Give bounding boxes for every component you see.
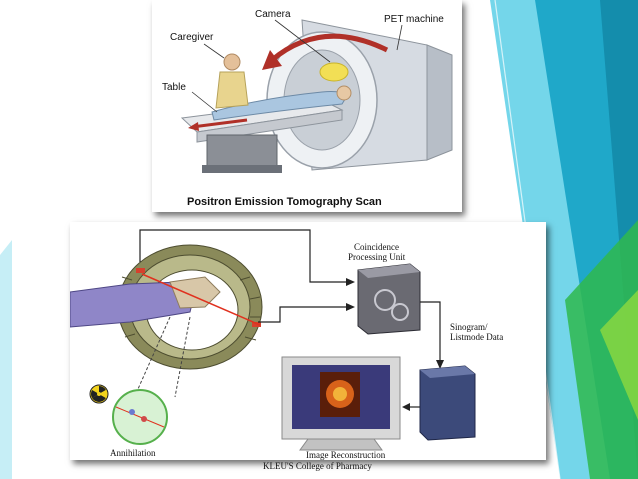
monitor-icon <box>281 356 401 451</box>
label-coincidence-line2: Processing Unit <box>348 252 406 262</box>
pet-scan-drawing: Camera PET machine Caregiver Table Posit… <box>152 0 462 212</box>
table-base <box>206 134 278 171</box>
label-caregiver: Caregiver <box>170 32 214 43</box>
annihilation-line <box>141 273 261 326</box>
label-table: Table <box>162 82 186 93</box>
annihilation-zoom <box>112 389 168 445</box>
patient-head <box>169 276 221 309</box>
radiation-icon <box>89 384 109 404</box>
rotation-arrow <box>270 33 389 62</box>
label-sinogram-line1: Sinogram/ <box>450 322 488 332</box>
label-annihilation: Annihilation <box>110 448 156 458</box>
deco-lightgreen-panel <box>600 290 638 420</box>
label-image-reconstruction: Image Reconstruction <box>306 450 386 460</box>
reconstruction-server-icon <box>419 365 476 441</box>
label-camera: Camera <box>255 9 291 20</box>
footer-caption: KLEU'S College of Pharmacy <box>263 461 372 471</box>
pet-scan-illustration: Camera PET machine Caregiver Table Posit… <box>152 0 462 212</box>
label-coincidence-line1: Coincidence <box>354 242 399 252</box>
pet-pipeline-drawing: Coincidence Processing Unit Sinogram/ Li… <box>70 222 546 460</box>
label-pet-machine: PET machine <box>384 14 444 25</box>
caregiver <box>223 53 241 71</box>
label-sinogram-line2: Listmode Data <box>450 332 503 342</box>
camera-detector <box>319 62 349 82</box>
top-figure-title: Positron Emission Tomography Scan <box>187 196 382 208</box>
deco-left-sliver <box>0 240 12 479</box>
server-icon <box>357 263 421 335</box>
pet-pipeline-diagram: Coincidence Processing Unit Sinogram/ Li… <box>70 222 546 460</box>
deco-green-panel <box>565 220 638 479</box>
